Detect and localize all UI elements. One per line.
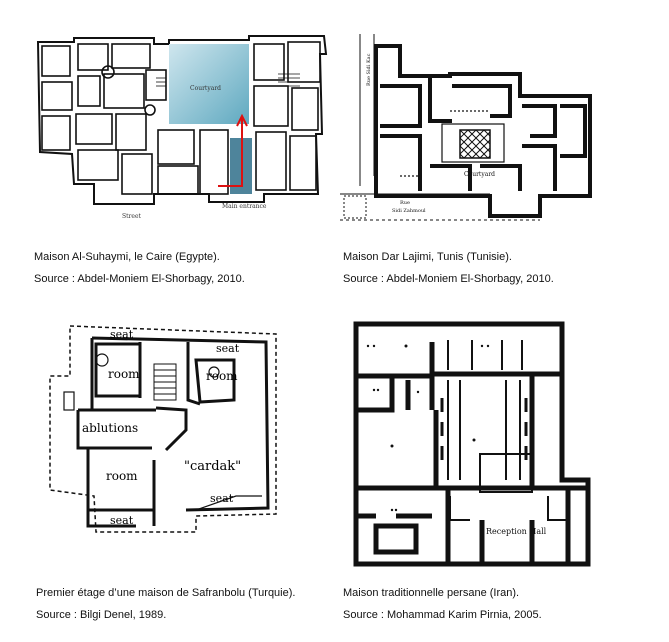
plan-dar-lajimi: Courtyard Rue Sidi Kac Rue Sidi Zahmoul [340,34,592,221]
cardak-label: "cardak" [184,459,241,474]
seat-label: seat [110,328,134,341]
plan-safranbolu: seat seat room room ablutions room "card… [49,325,277,533]
rue-bottom-label-2: Sidi Zahmoul [392,208,426,214]
rue-bottom-label: Rue [400,200,410,206]
caption-persian-house: Maison traditionnelle persane (Iran). [343,587,520,599]
patio-grid [459,129,491,159]
rue-top-label: Rue Sidi Kac [366,53,372,86]
plan-al-suhaymi: Courtyard Street Main entrance [34,34,334,224]
seat-label: seat [110,514,134,527]
reception-hall-label: Reception Hall [486,527,547,536]
source-safranbolu: Source : Bilgi Denel, 1989. [36,609,167,621]
courtyard-area [169,44,249,124]
entrance-label: Main entrance [222,203,267,210]
ablutions-label: ablutions [82,421,138,435]
caption-dar-lajimi: Maison Dar Lajimi, Tunis (Tunisie). [343,251,512,263]
courtyard-label: Courtyard [464,171,495,178]
source-dar-lajimi: Source : Abdel-Moniem El-Shorbagy, 2010. [343,273,554,285]
seat-label: seat [210,492,234,505]
seat-label: seat [216,342,240,355]
source-persian-house: Source : Mohammad Karim Pirnia, 2005. [343,609,542,621]
room-label: room [108,367,140,381]
street-label: Street [122,213,141,220]
courtyard-label: Courtyard [190,85,221,92]
caption-al-suhaymi: Maison Al-Suhaymi, le Caire (Egypte). [34,251,220,263]
room-label: room [106,469,138,483]
plan-persian-house: Reception Hall [353,321,591,567]
source-al-suhaymi: Source : Abdel-Moniem El-Shorbagy, 2010. [34,273,245,285]
caption-safranbolu: Premier étage d’une maison de Safranbolu… [36,587,296,599]
room-label: room [206,369,238,383]
